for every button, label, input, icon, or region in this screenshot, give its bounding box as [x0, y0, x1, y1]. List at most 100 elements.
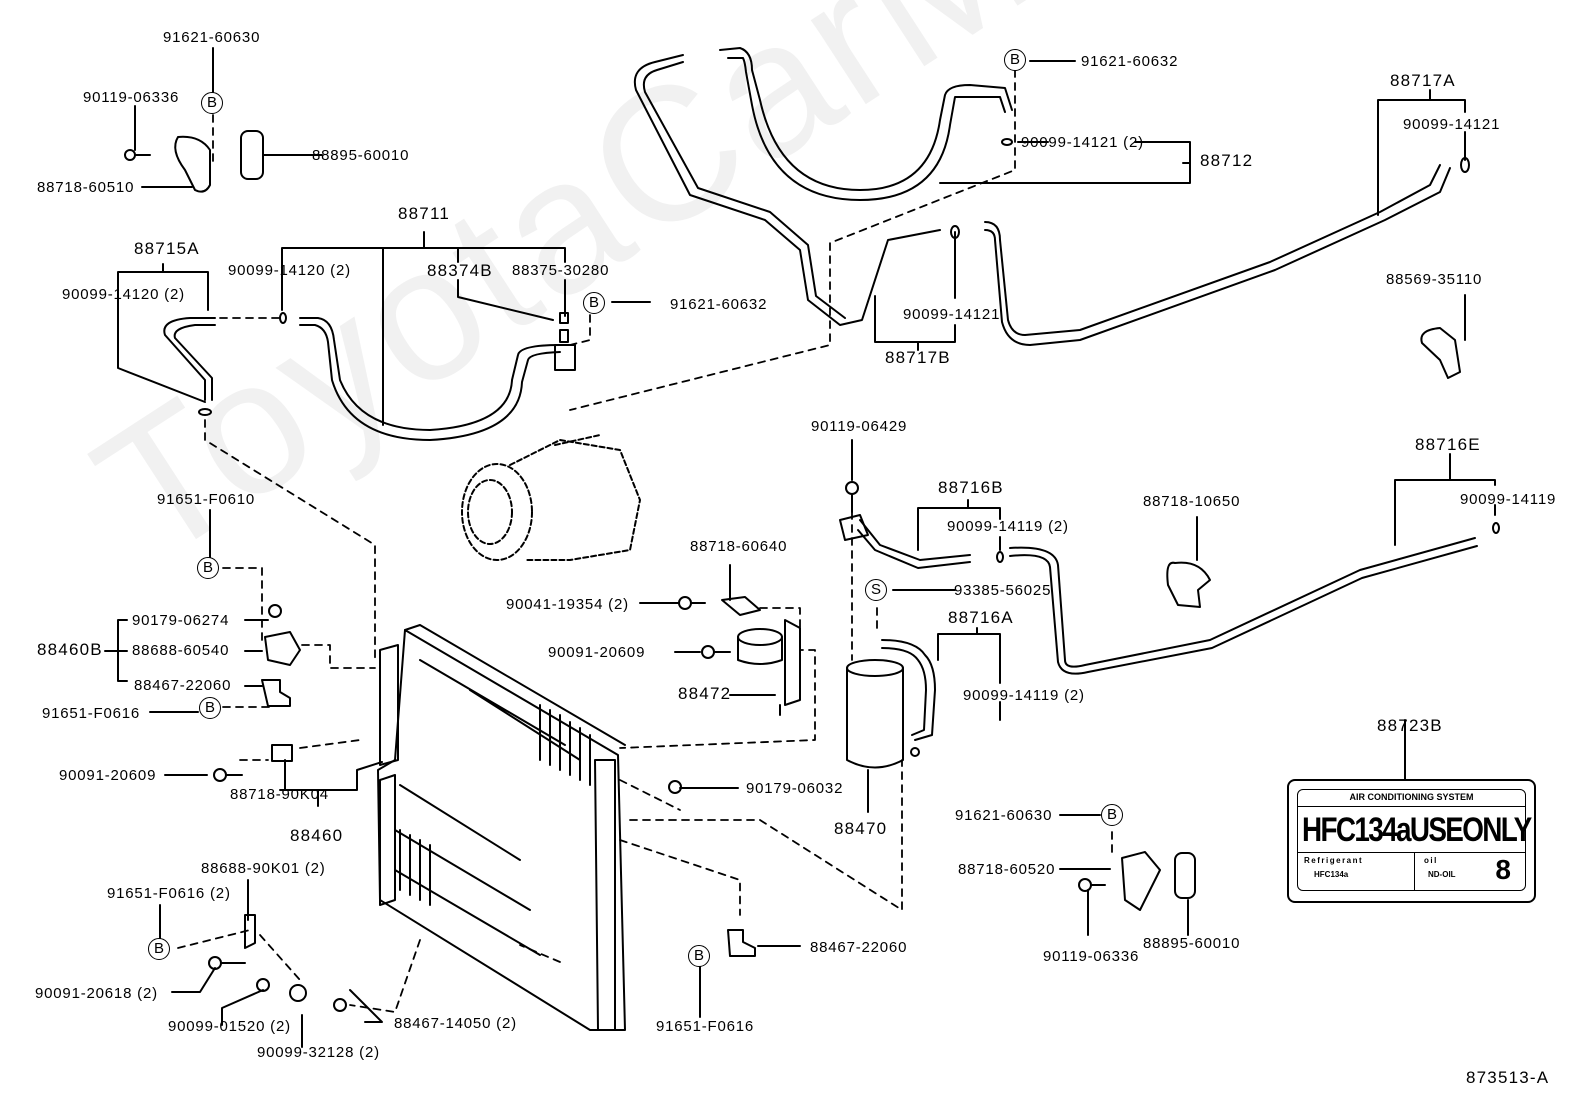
tube-88715a	[163, 317, 216, 401]
bracket-88718-60640	[721, 596, 761, 616]
decal-header: AIR CONDITIONING SYSTEM	[1349, 792, 1474, 802]
tube-88716a	[881, 639, 936, 741]
part-label: 88467-22060	[134, 677, 232, 694]
leader-lines	[104, 47, 1496, 1048]
washer-90099-01520	[256, 978, 270, 992]
bracket-88718-60510	[174, 135, 211, 193]
tag-b: B	[197, 557, 219, 579]
part-label: 88467-22060	[810, 939, 908, 956]
bolt-90091-20609-left	[213, 768, 243, 782]
part-label: 90091-20609	[548, 644, 646, 661]
part-label: 91621-60630	[955, 807, 1053, 824]
part-label: 90119-06336	[1043, 948, 1140, 965]
part-label: 90099-01520 (2)	[168, 1018, 291, 1035]
part-label: 88467-14050 (2)	[394, 1015, 517, 1032]
part-label: 91651-F0616 (2)	[107, 885, 231, 902]
tube-88716b	[859, 519, 971, 561]
part-label: 93385-56025	[954, 582, 1052, 599]
refrigerant-decal: AIR CONDITIONING SYSTEM HFC134aUSEONLY R…	[1287, 779, 1536, 903]
part-label: 91651-F0616	[42, 705, 141, 722]
part-label: 90091-20609	[59, 767, 157, 784]
clip-88467-14050	[333, 998, 347, 1012]
bolt-90041-19354	[678, 596, 706, 610]
decal-main-text: HFC134aUSEONLY	[1302, 811, 1532, 849]
part-label: 88569-35110	[1386, 271, 1483, 288]
decal-divider	[1298, 852, 1525, 853]
clamp-88472	[737, 619, 801, 716]
receiver-drier-88470	[846, 659, 904, 769]
part-label: 88374B	[427, 261, 493, 280]
part-label: 90091-20618 (2)	[35, 985, 158, 1002]
tag-b: B	[199, 697, 221, 719]
tag-b: B	[688, 945, 710, 967]
part-label: 91621-60632	[670, 296, 768, 313]
part-label: 90099-14121 (2)	[1021, 134, 1144, 151]
part-label: 90099-14119 (2)	[963, 687, 1085, 704]
tube-88716e	[1009, 537, 1476, 668]
tag-b: B	[1004, 49, 1026, 71]
part-label: 91651-F0610	[157, 491, 256, 508]
part-label: 90099-14119 (2)	[947, 518, 1069, 535]
refrigerant-tubes	[163, 47, 1478, 741]
part-label: 88460B	[37, 640, 103, 659]
part-label: 90119-06429	[811, 418, 908, 435]
part-label: 88717A	[1390, 71, 1456, 90]
part-glyphs	[124, 130, 1500, 1031]
tube-88717	[984, 164, 1441, 336]
hose-88711	[299, 317, 561, 431]
decal-frame: AIR CONDITIONING SYSTEM HFC134aUSEONLY R…	[1297, 789, 1532, 891]
condenser-88460	[377, 624, 626, 1031]
decal-divider	[1298, 806, 1525, 807]
part-label: 88460	[290, 826, 344, 845]
clamp-88569-35110	[1420, 327, 1461, 379]
part-label: 88895-60010	[312, 147, 410, 164]
part-label: 88718-60510	[37, 179, 135, 196]
hose-88712	[633, 54, 941, 326]
decal-oil-number: 8	[1495, 854, 1511, 885]
nut-90179-06274	[268, 604, 282, 618]
part-label: 90099-14121	[903, 306, 1001, 323]
part-label: 88716E	[1415, 435, 1481, 454]
valve-88374b	[554, 312, 576, 371]
tag-b: B	[201, 92, 223, 114]
cushion-90099-32128	[289, 984, 307, 1002]
part-label: 88716B	[938, 478, 1004, 497]
bracket-88718-60520	[1121, 851, 1161, 911]
decal-refrigerant-value: HFC134a	[1314, 870, 1349, 879]
part-label: 91651-F0616	[656, 1018, 755, 1035]
part-label: 90179-06032	[746, 780, 844, 797]
clamp-88895-60010-bottom	[1174, 852, 1196, 899]
part-label: 88718-10650	[1143, 493, 1241, 510]
bracket-88688-60540	[264, 631, 301, 666]
decal-refrigerant-label: Refrigerant	[1304, 856, 1364, 865]
bolt-90091-20618	[208, 956, 246, 970]
bracket-88718-90K04	[271, 744, 293, 762]
decal-divider	[1414, 852, 1415, 890]
part-label: 90099-14121	[1403, 116, 1501, 133]
bolt-90119-06429	[845, 481, 859, 513]
tag-s: S	[865, 579, 887, 601]
part-label: 88688-60540	[132, 642, 230, 659]
nut-90179-06032	[668, 780, 682, 794]
part-label: 91621-60630	[163, 29, 261, 46]
part-label: 88717B	[885, 348, 951, 367]
bolt-90119-06336-top	[124, 149, 151, 161]
part-label: 90179-06274	[132, 612, 230, 629]
part-label: 90119-06336	[83, 89, 180, 106]
part-label: 88472	[678, 684, 732, 703]
part-label: 88718-60640	[690, 538, 788, 555]
part-label: 88895-60010	[1143, 935, 1241, 952]
part-label: 90099-14119	[1460, 491, 1557, 508]
bolt-90091-20609-mid	[701, 645, 731, 659]
clamp-88895-60010-top	[240, 130, 264, 180]
decal-oil-value: ND-OIL	[1428, 870, 1456, 879]
part-label: 90041-19354 (2)	[506, 596, 629, 613]
part-label: 88470	[834, 819, 888, 838]
part-label: 88715A	[134, 239, 200, 258]
compressor	[461, 434, 641, 561]
figure-id: 873513-A	[1466, 1068, 1550, 1087]
clip-88467-22060-left	[261, 679, 291, 707]
part-label: 90099-14120 (2)	[62, 286, 185, 303]
part-label: 91621-60632	[1081, 53, 1179, 70]
